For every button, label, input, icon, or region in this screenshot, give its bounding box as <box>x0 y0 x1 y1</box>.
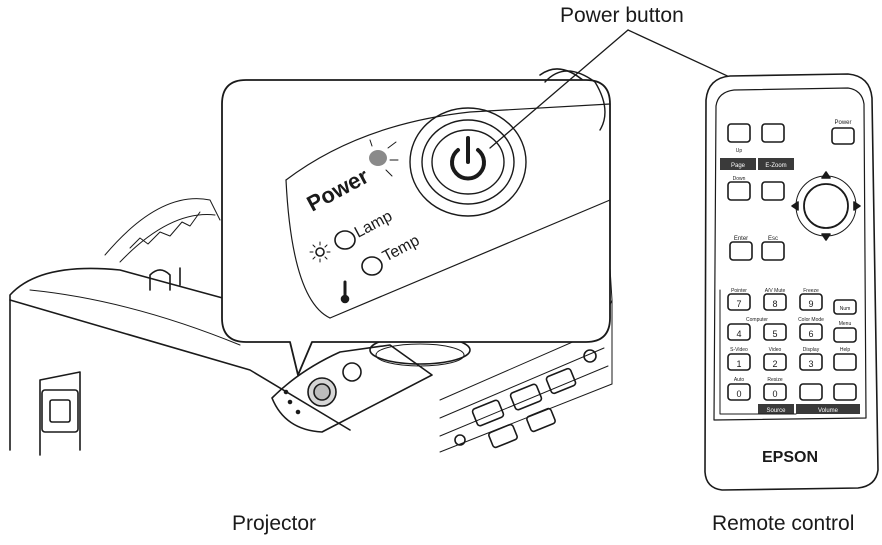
remote-brand: EPSON <box>762 449 818 466</box>
projector-caption: Projector <box>232 512 317 535</box>
remote-down-label: Down <box>733 176 746 182</box>
remote-power-label: Power <box>834 120 851 126</box>
remote-key-9: 9 <box>808 299 813 309</box>
remote-key-4: 4 <box>736 329 741 339</box>
power-button-caption: Power button <box>560 4 684 27</box>
remote-key-0a: 0 <box>736 389 741 399</box>
remote-num-label: Num <box>840 306 851 312</box>
remote-display-label: Display <box>803 347 820 353</box>
remote-enter-label: Enter <box>734 236 748 242</box>
remote-esc-label: Esc <box>768 236 778 242</box>
remote-key-0b: 0 <box>772 389 777 399</box>
remote-key-8: 8 <box>772 299 777 309</box>
remote-key-7: 7 <box>736 299 741 309</box>
remote-key-3: 3 <box>808 359 813 369</box>
remote-control-caption: Remote control <box>712 512 855 535</box>
remote-video-label: Video <box>769 347 782 353</box>
remote-pointer-label: Pointer <box>731 288 747 294</box>
remote-ezoom-label: E-Zoom <box>765 163 786 169</box>
projector <box>9 68 613 456</box>
remote-up-label: Up <box>736 148 743 154</box>
remote-resize-label: Resize <box>767 377 783 383</box>
remote-svideo-label: S-Video <box>730 347 748 353</box>
remote-menu-label: Menu <box>839 321 852 327</box>
remote-key-1: 1 <box>736 359 741 369</box>
remote-help-label: Help <box>840 347 851 353</box>
remote-key-5: 5 <box>772 329 777 339</box>
remote-volume-label: Volume <box>818 408 839 414</box>
remote-computer-label: Computer <box>746 317 768 323</box>
power-panel-callout <box>221 70 611 376</box>
remote-colormode-label: Color Mode <box>798 317 824 323</box>
remote-key-6: 6 <box>808 329 813 339</box>
remote-avmute-label: A/V Mute <box>765 288 786 294</box>
remote-auto-label: Auto <box>734 377 745 383</box>
remote-freeze-label: Freeze <box>803 288 819 294</box>
remote-key-2: 2 <box>772 359 777 369</box>
remote-source-label: Source <box>766 408 786 414</box>
remote-page-label: Page <box>731 163 746 169</box>
remote-control <box>704 73 879 491</box>
